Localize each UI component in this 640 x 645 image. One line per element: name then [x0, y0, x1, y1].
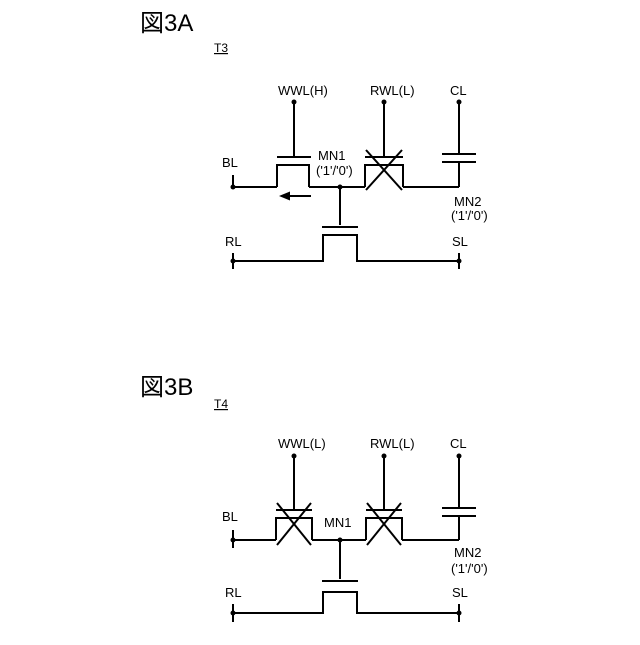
capacitor-line-label: CL [450, 83, 467, 98]
read-word-line-terminal [382, 454, 387, 459]
write-word-line-label: WWL(H) [278, 83, 328, 98]
read-word-line-label: RWL(L) [370, 436, 415, 451]
capacitor-line-terminal [457, 454, 462, 459]
read-word-line-label: RWL(L) [370, 83, 415, 98]
source-line-label: SL [452, 585, 468, 600]
read-transistor-channel [233, 235, 459, 261]
capacitor-line-label: CL [450, 436, 467, 451]
write-word-line-label: WWL(L) [278, 436, 326, 451]
read-select-transistor-channel [366, 518, 402, 540]
source-line-label: SL [452, 234, 468, 249]
bit-line-label: BL [222, 155, 238, 170]
write-transistor-channel [276, 518, 312, 540]
figure-3a-timing-label: T3 [214, 41, 228, 55]
capacitor-line-terminal [457, 100, 462, 105]
mn1-node-label: MN1 [318, 148, 345, 163]
write-word-line-terminal [292, 454, 297, 459]
source-line-node [457, 611, 462, 616]
mn2-node-label: MN2 [454, 545, 481, 560]
figure-3b-title: 図3B [140, 374, 193, 401]
mn1-node-label: MN1 [324, 515, 351, 530]
write-word-line-terminal [292, 100, 297, 105]
figure-3a: 図3A T3 WWL(H) RWL(L) CL BL MN1 ('1'/'0')… [140, 10, 488, 269]
read-transistor-channel [233, 592, 459, 613]
read-line-label: RL [225, 234, 242, 249]
read-line-label: RL [225, 585, 242, 600]
mn1-value-label: ('1'/'0') [316, 163, 353, 178]
bit-line-label: BL [222, 509, 238, 524]
figure-3b-timing-label: T4 [214, 397, 228, 411]
arrow-head-icon [279, 192, 290, 201]
mn2-value-label: ('1'/'0') [451, 561, 488, 576]
mn2-value-label: ('1'/'0') [451, 208, 488, 223]
figure-3a-title: 図3A [140, 10, 193, 37]
read-word-line-terminal [382, 100, 387, 105]
source-line-node [457, 259, 462, 264]
write-transistor-channel [277, 165, 309, 187]
read-line-node [231, 259, 236, 264]
mn2-node-label: MN2 [454, 194, 481, 209]
figure-3b: 図3B T4 WWL(L) RWL(L) CL BL MN1 MN2 ('1'/… [140, 374, 488, 622]
read-line-node [231, 611, 236, 616]
